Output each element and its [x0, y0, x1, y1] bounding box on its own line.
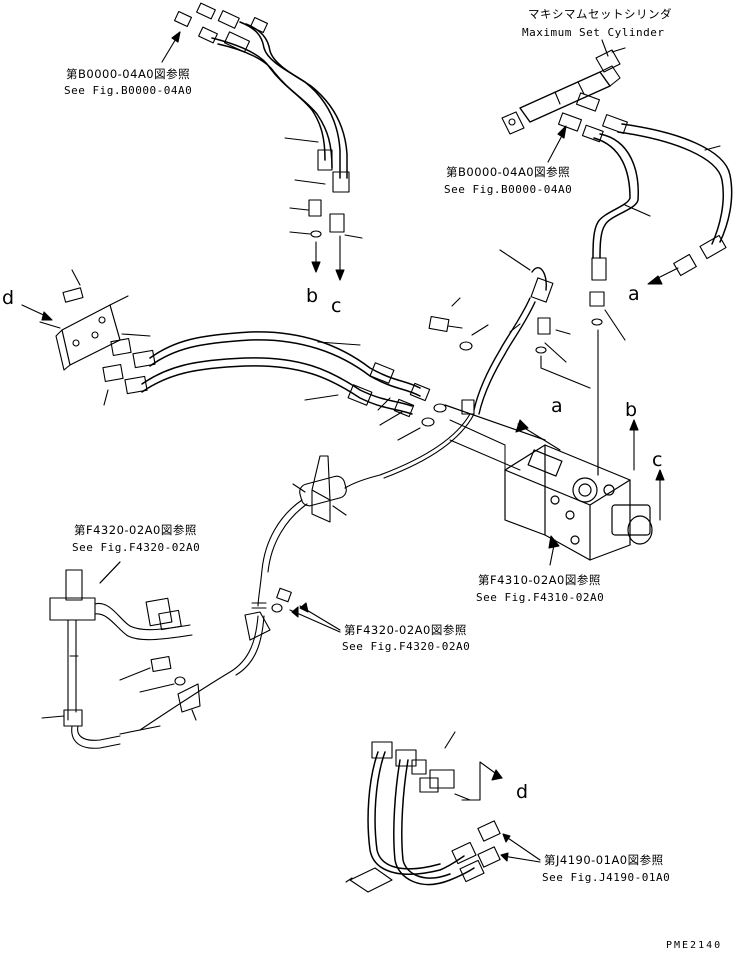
- ref-b0000-topleft-en: See Fig.B0000-04A0: [64, 84, 193, 97]
- long-pilot-line: [139, 399, 475, 731]
- lower-left-pipes: [41, 561, 201, 749]
- letter-c-valve: c: [652, 449, 663, 471]
- letter-b-topleft: b: [306, 285, 319, 307]
- letter-d-left: d: [2, 287, 15, 309]
- ref-f4310-ja: 第F4310-02A0図参照: [478, 573, 601, 587]
- center-bolt-washer: [428, 297, 489, 351]
- drawing-code: PME2140: [666, 940, 723, 951]
- ref-f4320-left-ja: 第F4320-02A0図参照: [74, 523, 197, 537]
- ref-f4320-left-en: See Fig.F4320-02A0: [72, 541, 201, 554]
- ref-j4190-en: See Fig.J4190-01A0: [542, 871, 671, 884]
- letter-b-valve: b: [625, 399, 638, 421]
- control-valve-block: [444, 404, 653, 561]
- top-left-hose-bundle: [173, 2, 363, 281]
- valve-port-arrows: [515, 419, 665, 566]
- ref-f4320-center-en: See Fig.F4320-02A0: [342, 640, 471, 653]
- ref-j4190-ja: 第J4190-01A0図参照: [544, 853, 664, 867]
- valve-top-connections: [473, 249, 591, 415]
- letter-a-valve: a: [551, 395, 563, 417]
- maximum-set-cylinder: [501, 39, 626, 135]
- left-bracket-and-hoses: [21, 269, 447, 441]
- letter-a-right: a: [628, 283, 640, 305]
- ref-b0000-topleft-ja: 第B0000-04A0図参照: [66, 67, 191, 81]
- cylinder-label-ja: マキシマムセットシリンダ: [528, 7, 672, 21]
- ref-b0000-right-ja: 第B0000-04A0図参照: [446, 165, 571, 179]
- ref-b0000-right-en: See Fig.B0000-04A0: [444, 183, 573, 196]
- letter-d-bottom: d: [516, 781, 529, 803]
- cylinder-hoses: [547, 92, 733, 463]
- bottom-right-hoses: [345, 731, 541, 893]
- ref-f4320-center-ja: 第F4320-02A0図参照: [344, 623, 467, 637]
- letter-c-topleft: c: [331, 295, 342, 317]
- ref-f4310-en: See Fig.F4310-02A0: [476, 591, 605, 604]
- cylinder-label-en: Maximum Set Cylinder: [522, 26, 665, 39]
